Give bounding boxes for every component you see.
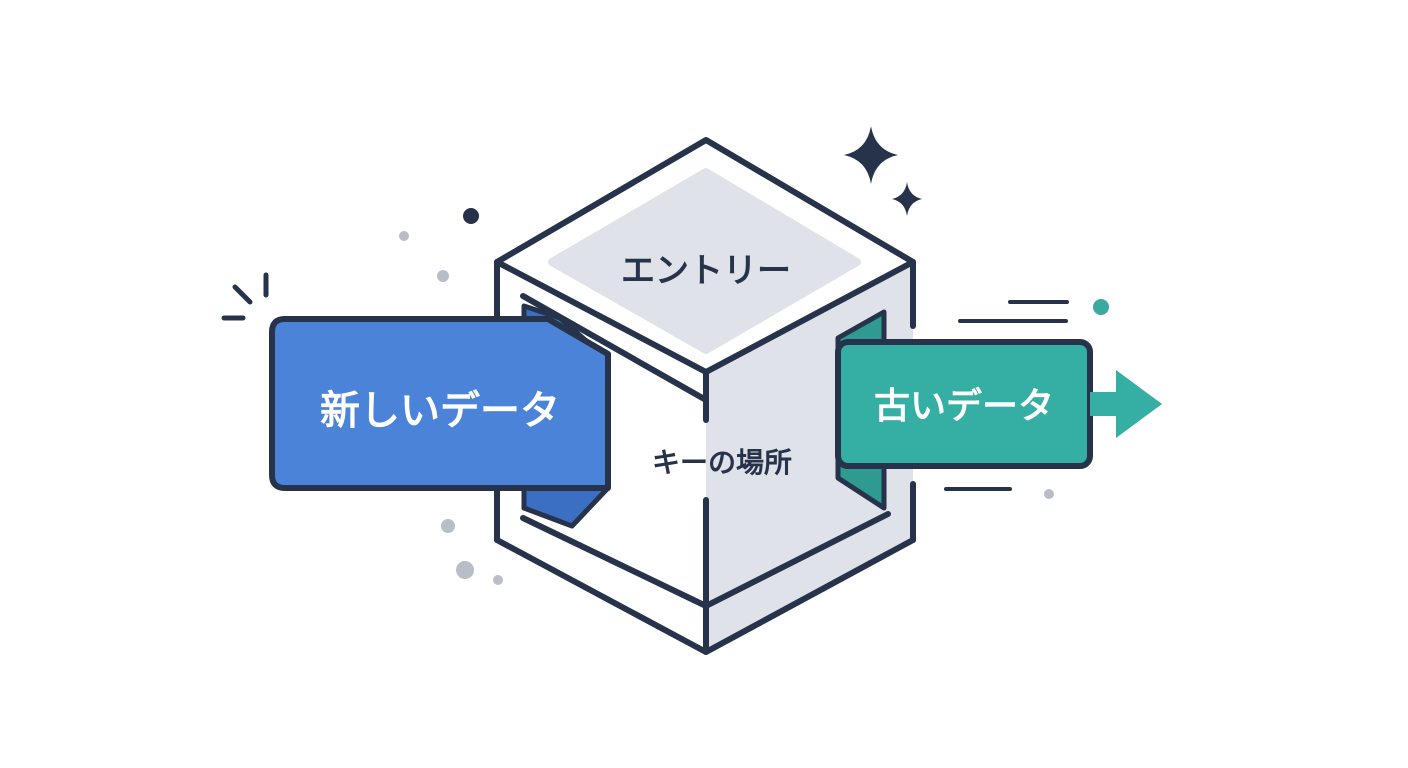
motion-lines-right [944, 300, 1069, 491]
sparkle-small-icon [892, 182, 922, 216]
old-data-label: 古いデータ [874, 385, 1054, 427]
dot-gray [1044, 489, 1054, 499]
cube-top-inner [548, 168, 861, 354]
dot-teal [1093, 299, 1109, 315]
sparkle-large-icon [844, 126, 898, 184]
arrow-right-icon [1090, 370, 1162, 438]
new-data-label: 新しいデータ [320, 388, 560, 434]
motion-lines-left [221, 272, 269, 321]
dot-gray [441, 519, 455, 533]
old-data-card: 古いデータ [835, 339, 1093, 469]
dot-dark [463, 208, 479, 224]
dot-gray [493, 575, 503, 585]
dot-gray [399, 231, 409, 241]
dot-gray [437, 270, 449, 282]
box-front-label: キーの場所 [652, 446, 792, 479]
new-data-card: 新しいデータ [269, 316, 611, 491]
dot-gray [456, 561, 474, 579]
box-top-label: エントリー [621, 251, 791, 291]
